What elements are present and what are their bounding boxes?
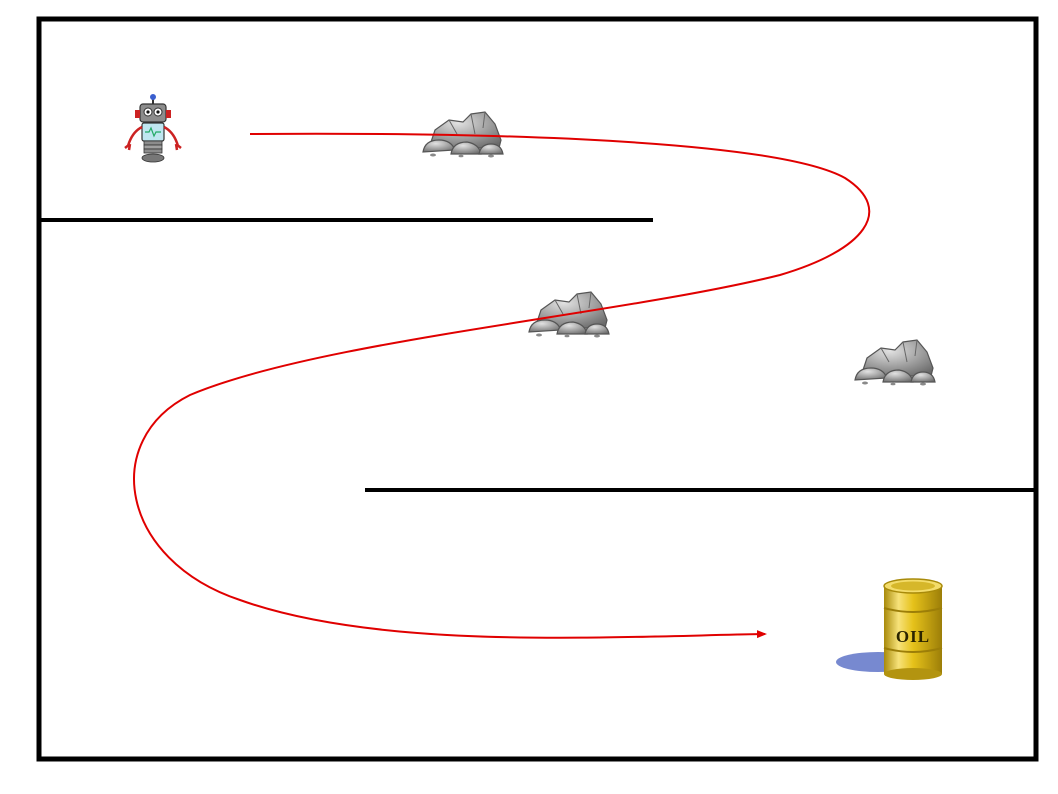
oil-label: OIL — [896, 627, 930, 646]
outer-wall — [36, 16, 1039, 762]
oil-barrel-icon: OIL — [836, 578, 943, 680]
rock-pile-icon — [854, 339, 936, 387]
robot-path-arrow — [133, 132, 871, 639]
robot-icon — [124, 94, 182, 163]
